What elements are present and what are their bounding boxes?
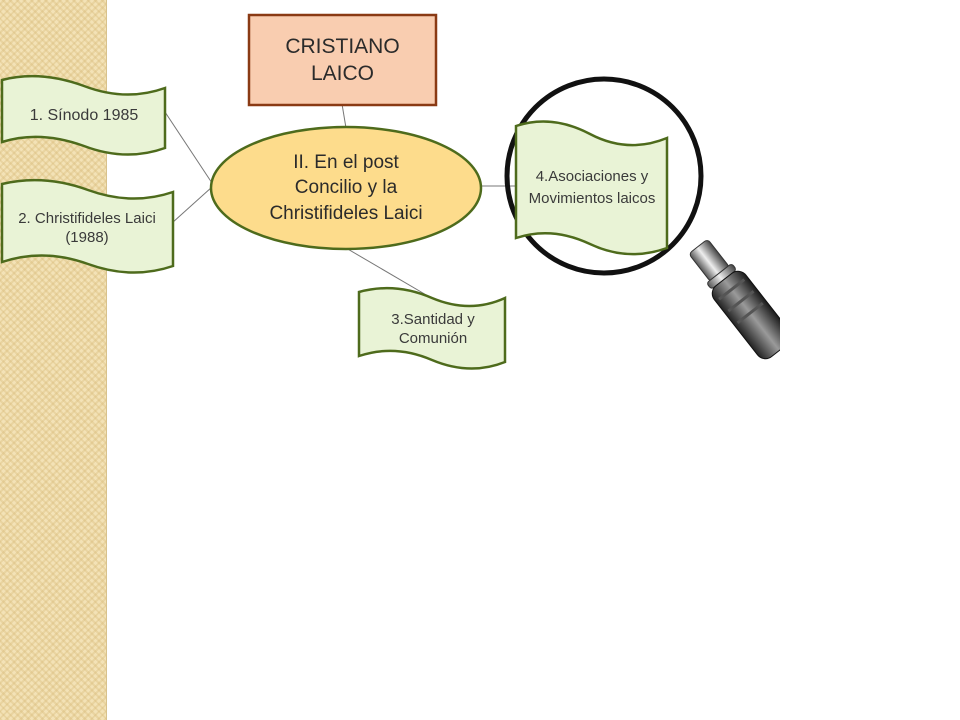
magnifying-glass-icon	[504, 76, 792, 360]
connector-node-3	[345, 247, 429, 297]
node-3-shape	[357, 286, 507, 370]
center-ellipse	[209, 125, 483, 251]
crop-mask	[780, 200, 840, 360]
connectors	[164, 103, 520, 297]
diagram-title: CRISTIANO LAICO	[285, 34, 400, 85]
node-2-label: 2. Christifideles Laici (1988)	[18, 210, 156, 246]
node-4-shape	[514, 120, 669, 256]
node-2-shape	[0, 178, 175, 274]
connector-node-1	[164, 111, 213, 184]
node-1-label: 1. Sínodo 1985	[29, 107, 139, 124]
connector-node-2	[171, 186, 213, 224]
title-box	[247, 13, 438, 107]
node-3-label: 3.Santidad y Comunión	[391, 311, 475, 347]
center-node-label: II. En el post Concilio y la Christifide…	[269, 151, 423, 224]
connector-title-center	[341, 103, 347, 129]
node-1-shape	[0, 74, 167, 156]
node-4-label: 4.Asociaciones y Movimientos laicos	[528, 167, 656, 208]
